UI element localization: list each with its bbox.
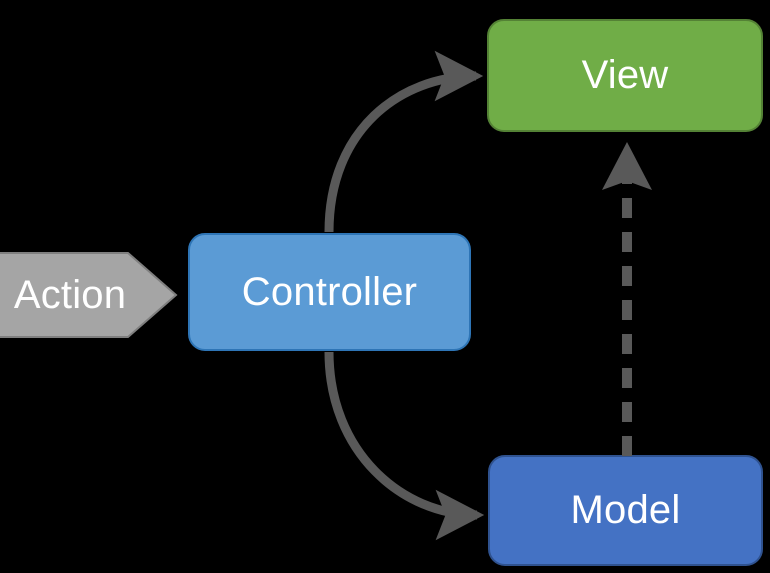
- model-shape[interactable]: [488, 455, 763, 566]
- controller-shape[interactable]: [188, 233, 471, 351]
- connector-controller-to-model[interactable]: [324, 351, 485, 541]
- view-shape[interactable]: [487, 19, 763, 132]
- action-shape[interactable]: [0, 252, 178, 338]
- connector-controller-to-view[interactable]: [324, 50, 484, 233]
